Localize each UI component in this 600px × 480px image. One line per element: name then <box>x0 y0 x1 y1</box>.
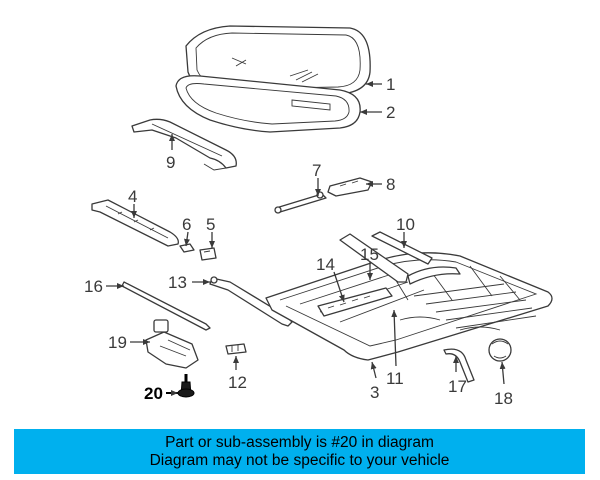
leader-lines <box>106 81 506 396</box>
rear-rail-part <box>371 231 433 265</box>
callout-13: 13 <box>168 273 187 292</box>
callout-2: 2 <box>386 103 395 122</box>
guide-block-part-5 <box>199 247 217 261</box>
frame-seal-part <box>175 75 361 133</box>
deflector-part <box>317 287 393 317</box>
callout-4: 4 <box>128 187 137 206</box>
callout-10: 10 <box>396 215 415 234</box>
knob-part <box>488 338 512 362</box>
callout-8: 8 <box>386 175 395 194</box>
guide-strip-part <box>209 276 293 327</box>
side-rail-part <box>91 199 179 247</box>
callout-12: 12 <box>228 373 247 392</box>
callout-14: 14 <box>316 255 335 274</box>
banner-line-1: Part or sub-assembly is #20 in diagram <box>165 434 434 451</box>
screw-part <box>177 374 195 398</box>
callout-9: 9 <box>166 153 175 172</box>
callout-3: 3 <box>370 383 379 402</box>
bracket-part <box>327 177 373 197</box>
clip-part-6 <box>179 243 195 253</box>
callout-20-highlighted: 20 <box>144 384 163 403</box>
callout-17: 17 <box>448 377 467 396</box>
curved-trim-part <box>443 348 475 383</box>
front-rail-part <box>131 118 237 171</box>
callout-5: 5 <box>206 215 215 234</box>
info-banner: Part or sub-assembly is #20 in diagram D… <box>14 429 585 474</box>
callout-18: 18 <box>494 389 513 408</box>
motor-part <box>145 319 199 369</box>
callout-16: 16 <box>84 277 103 296</box>
callout-1: 1 <box>386 75 395 94</box>
callout-6: 6 <box>182 215 191 234</box>
clip-part-12 <box>225 343 247 355</box>
callout-11: 11 <box>386 369 404 388</box>
callout-19: 19 <box>108 333 127 352</box>
parts-diagram: 1 2 3 4 5 6 7 8 9 10 11 12 13 14 15 16 1… <box>84 25 553 408</box>
callout-15: 15 <box>360 245 379 264</box>
cross-rail-part <box>339 233 461 285</box>
banner-line-2: Diagram may not be specific to your vehi… <box>149 452 450 469</box>
callout-7: 7 <box>312 161 321 180</box>
